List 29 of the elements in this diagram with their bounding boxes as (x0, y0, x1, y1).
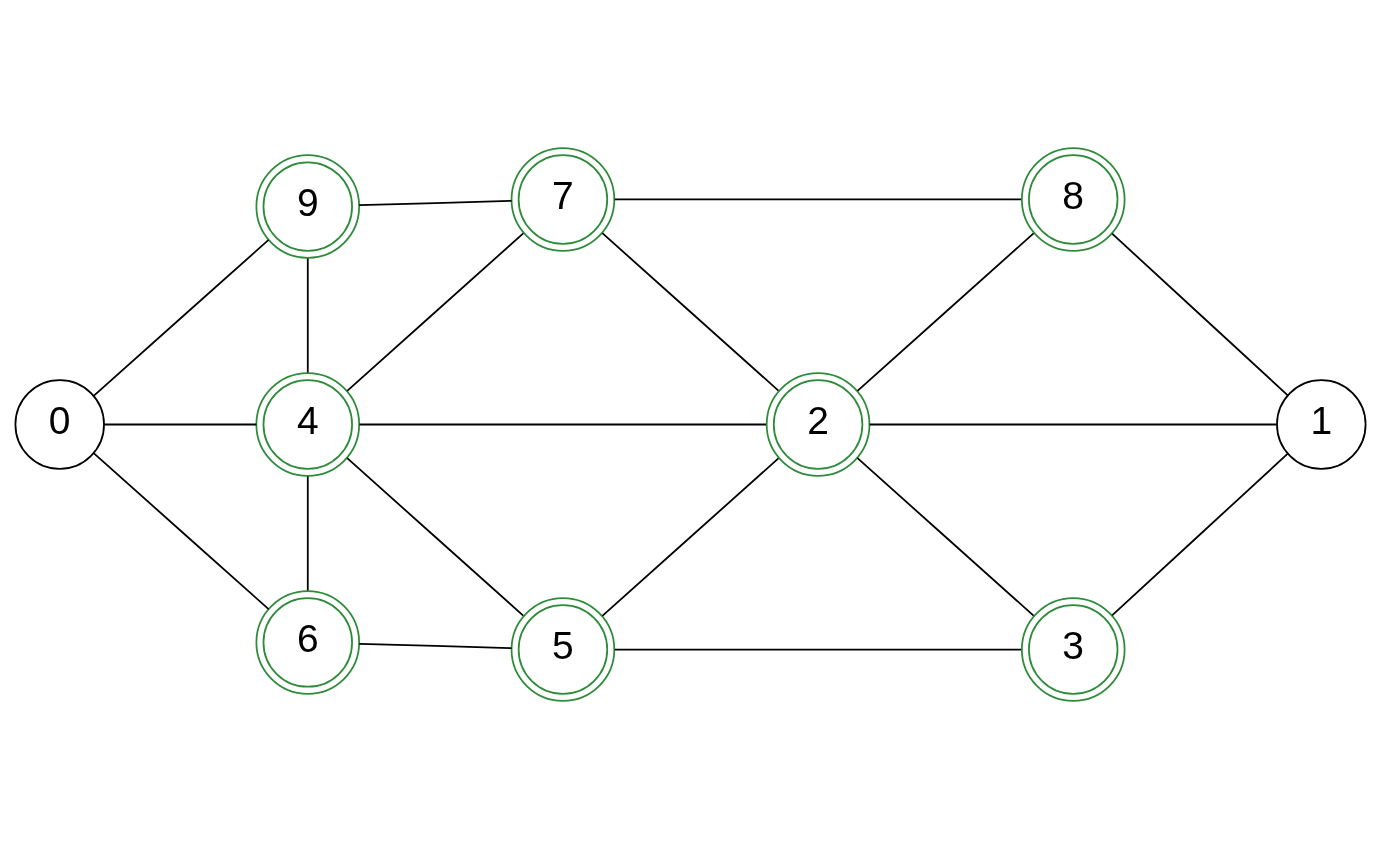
node-circle: 8 (1020, 147, 1126, 252)
connector (856, 232, 1035, 392)
connector (93, 452, 270, 610)
connector (358, 423, 767, 426)
node-circle: 9 (255, 154, 361, 259)
connector (613, 648, 1022, 651)
node-circle: 3 (1020, 597, 1126, 702)
connector (1111, 453, 1289, 617)
connector (868, 423, 1278, 426)
connector (93, 239, 270, 397)
connector (358, 200, 513, 207)
connector (306, 475, 309, 592)
connector (103, 423, 258, 426)
connector (346, 457, 525, 617)
connector (306, 257, 309, 374)
node-circle: 0 (14, 379, 105, 470)
node-circle: 6 (255, 590, 361, 695)
node-circle: 7 (510, 147, 616, 252)
connector (601, 232, 780, 392)
connector (613, 198, 1022, 201)
node-circle: 4 (255, 372, 361, 477)
node-circle: 2 (765, 372, 871, 477)
connector (358, 642, 513, 649)
connector (856, 457, 1035, 617)
node-circle: 1 (1276, 379, 1367, 470)
connector (346, 232, 525, 392)
connector (601, 457, 780, 617)
node-circle: 5 (510, 597, 616, 702)
connector (1111, 232, 1289, 396)
